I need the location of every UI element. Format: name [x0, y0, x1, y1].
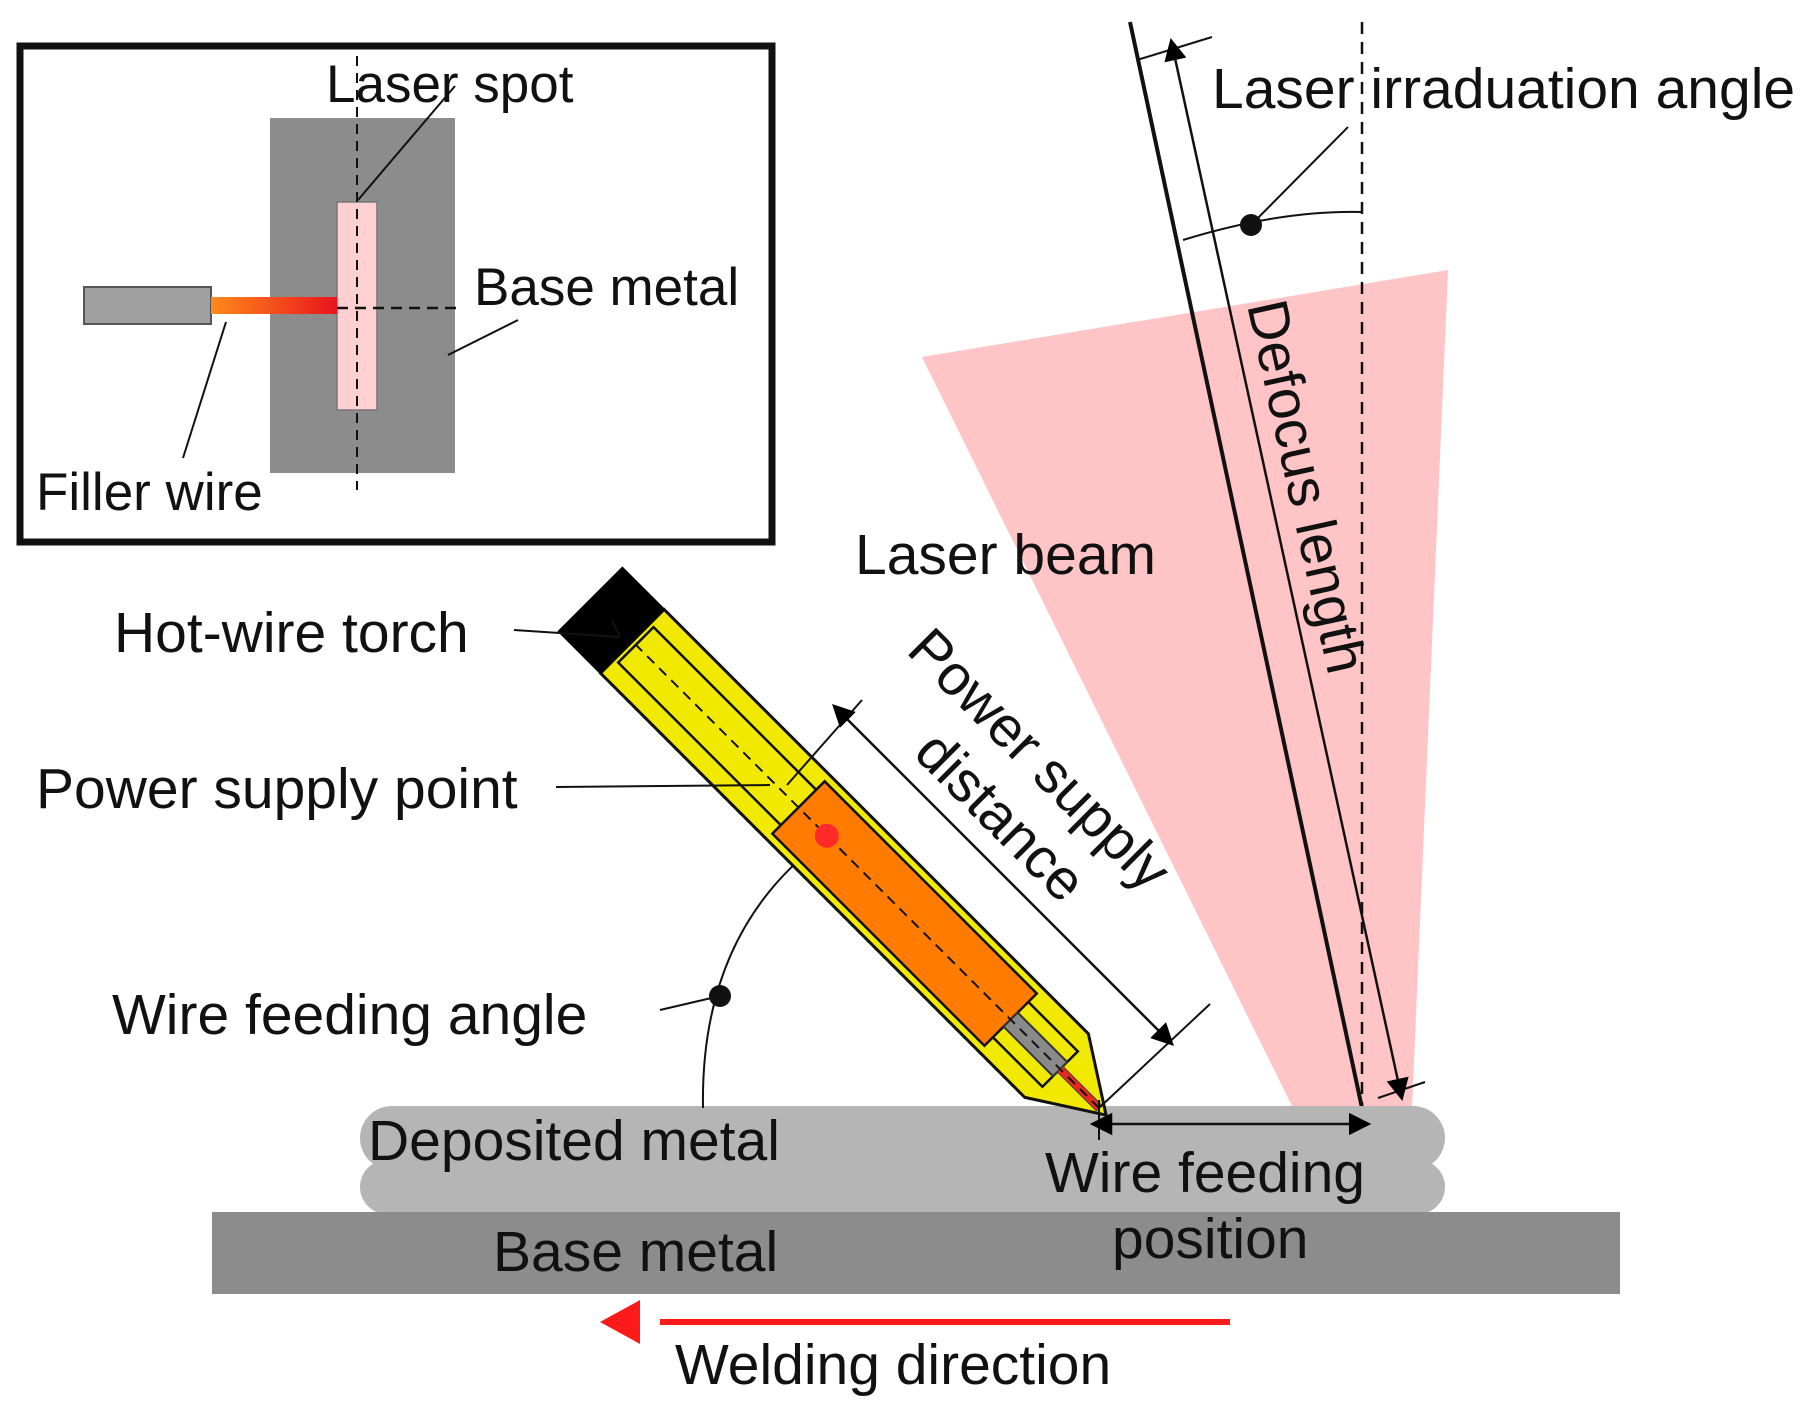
- psd-ext-bottom: [1098, 1003, 1211, 1109]
- deposited-metal-lower-bead: [360, 1160, 1445, 1214]
- hot-wire-torch-leader: [513, 629, 621, 638]
- power-supply-distance-dimension: [786, 699, 1211, 1109]
- wire-feeding-angle-leader: [659, 995, 721, 1011]
- inset-filler-wire: [211, 297, 337, 314]
- inset-filler-wire-leader: [182, 321, 227, 459]
- irradiation-angle-leader: [1250, 126, 1349, 226]
- inset-laser-spot-leader: [357, 85, 456, 201]
- hot-wire-torch-leader-tick: [611, 619, 621, 638]
- laser-irradiation-angle-label: Laser irraduation angle: [1212, 57, 1795, 121]
- hot-wire-torch-label: Hot-wire torch: [114, 601, 469, 665]
- inset-filler-wire-label: Filler wire: [36, 463, 263, 522]
- inset-base-metal-label: Base metal: [474, 258, 739, 317]
- inset-laser-spot-label: Laser spot: [326, 55, 574, 114]
- wire-feeding-position-label-line1: Wire feeding: [1045, 1141, 1365, 1205]
- defocus-length-dimension: [1164, 38, 1409, 1101]
- welding-direction-label: Welding direction: [675, 1333, 1111, 1397]
- wire-feeding-angle-label: Wire feeding angle: [112, 983, 587, 1047]
- base-metal-plate: [212, 1212, 1620, 1294]
- power-supply-point-leader: [555, 784, 771, 788]
- laser-beam-label: Laser beam: [855, 523, 1156, 587]
- inset-wire-nozzle: [83, 286, 212, 325]
- inset-panel: Laser spot Base metal Filler wire: [16, 42, 776, 546]
- inset-base-metal-leader: [447, 319, 519, 356]
- deposited-metal-label: Deposited metal: [368, 1109, 780, 1173]
- torch-cap: [557, 566, 665, 674]
- welding-direction-arrow-head: [600, 1300, 640, 1344]
- power-supply-point-label: Power supply point: [36, 757, 518, 821]
- base-metal-label: Base metal: [493, 1220, 778, 1284]
- wire-feeding-position-label-line2: position: [1112, 1207, 1308, 1271]
- psd-dimension-line: [832, 704, 1174, 1046]
